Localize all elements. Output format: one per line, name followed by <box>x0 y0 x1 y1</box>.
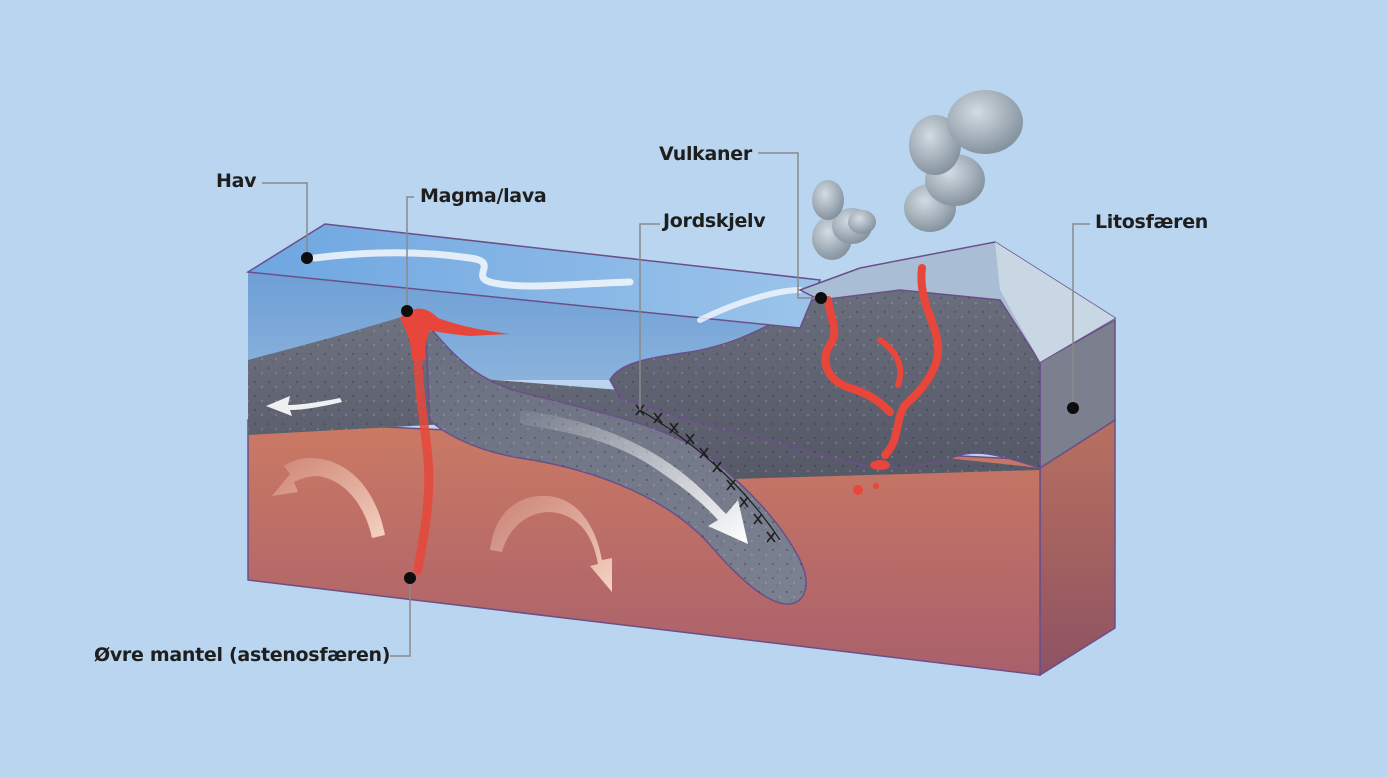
ocean-front <box>248 272 800 380</box>
leader-earthquake <box>639 223 660 410</box>
volcano-marker-dot <box>815 292 827 304</box>
label-lithosphere: Litosfæren <box>1095 211 1209 233</box>
label-earthquake: Jordskjelv <box>663 210 766 232</box>
leader-magma <box>406 196 414 311</box>
volcano-lava-branch <box>877 337 904 388</box>
rising-magma-plume <box>413 355 434 575</box>
volcano-smoke-right <box>904 90 1023 232</box>
leader-lithosphere <box>1072 223 1090 408</box>
subduction-motion-arrow <box>520 410 748 544</box>
magma-drop <box>870 460 890 470</box>
label-ocean: Hav <box>216 170 257 192</box>
leader-volcanoes <box>758 152 821 299</box>
earthquake-fault-marks <box>635 404 781 543</box>
label-volcanoes: Vulkaner <box>659 143 752 165</box>
land-top-highlight <box>995 242 1115 362</box>
ocean-marker-dot <box>301 252 313 264</box>
leader-ocean <box>262 182 308 258</box>
mantle-marker-dot <box>404 572 416 584</box>
volcano-lava-right <box>881 264 943 459</box>
label-upper-mantle: Øvre mantel (astenosfæren) <box>94 644 391 666</box>
volcano-lava-left <box>821 296 894 416</box>
ridge-lava <box>400 308 510 360</box>
leader-lines <box>262 152 1090 657</box>
slab-texture <box>425 322 807 605</box>
ocean-current-swirl <box>311 249 634 290</box>
magma-marker-dot <box>401 305 413 317</box>
magma-drop <box>853 485 863 495</box>
plate-motion-arrow-left <box>266 396 342 416</box>
leader-upper-mantle <box>390 578 411 657</box>
magma-drop <box>873 483 879 489</box>
label-magma: Magma/lava <box>420 185 547 207</box>
convection-arrow-right <box>490 495 612 592</box>
convection-arrow-left <box>272 458 385 538</box>
volcano-smoke-left <box>812 180 876 260</box>
lithosphere-marker-dot <box>1067 402 1079 414</box>
ocean-wave-highlight <box>697 287 803 323</box>
